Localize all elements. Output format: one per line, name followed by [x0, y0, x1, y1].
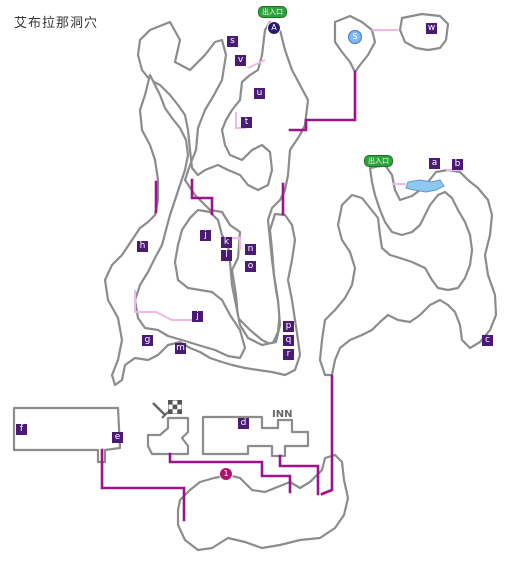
cave-area-shop — [146, 416, 190, 456]
room-b[interactable]: b — [452, 159, 463, 170]
route-f-to-bottom — [100, 448, 186, 522]
connector-tu — [235, 112, 246, 129]
route-mid-j — [190, 178, 214, 216]
exit-badge-top[interactable]: 出入口 — [258, 6, 287, 18]
cave-area-hall-f — [12, 406, 122, 464]
point-s-marker[interactable]: S — [348, 30, 362, 44]
room-v[interactable]: v — [235, 55, 246, 66]
map-title: 艾布拉那洞穴 — [14, 16, 99, 31]
room-n[interactable]: n — [245, 244, 256, 255]
room-c[interactable]: c — [482, 335, 493, 346]
cave-area-w-chamber — [398, 12, 450, 52]
cave-area-s-chamber — [333, 14, 377, 74]
room-e[interactable]: e — [112, 432, 123, 443]
inn-label[interactable]: INN — [272, 409, 293, 420]
room-f[interactable]: f — [16, 424, 27, 435]
room-k[interactable]: k — [221, 237, 232, 248]
cave-area-right — [318, 163, 498, 377]
room-r[interactable]: r — [283, 349, 294, 360]
room-o[interactable]: o — [245, 261, 256, 272]
route-s-to-t — [288, 70, 357, 132]
room-p[interactable]: p — [283, 321, 294, 332]
point-1-marker[interactable]: 1 — [219, 467, 233, 481]
room-t[interactable]: t — [241, 117, 252, 128]
room-l[interactable]: l — [221, 250, 232, 261]
water-pool-icon — [405, 179, 445, 193]
room-s[interactable]: s — [227, 36, 238, 47]
connector-kl — [228, 237, 241, 250]
room-j-upper[interactable]: j — [200, 230, 211, 241]
room-g[interactable]: g — [142, 335, 153, 346]
route-inn-to-bottom — [278, 454, 320, 496]
route-right-to-bottom — [320, 374, 334, 496]
room-h[interactable]: h — [137, 241, 148, 252]
room-d[interactable]: d — [238, 418, 249, 429]
room-j-lower[interactable]: j — [192, 311, 203, 322]
room-w[interactable]: w — [426, 23, 437, 34]
route-shop-to-bottom — [168, 452, 292, 494]
point-a-marker[interactable]: A — [267, 21, 281, 35]
room-q[interactable]: q — [283, 335, 294, 346]
exit-badge-right[interactable]: 出入口 — [364, 155, 393, 167]
weapon-shop-icon[interactable] — [150, 400, 170, 420]
connector-h — [134, 290, 200, 321]
checkered-flag-icon[interactable] — [168, 400, 182, 414]
room-a[interactable]: a — [429, 158, 440, 169]
cave-area-inn — [201, 415, 310, 458]
room-u[interactable]: u — [254, 88, 265, 99]
cave-area-upper-left — [136, 20, 310, 347]
connector-sv — [247, 59, 266, 69]
room-m[interactable]: m — [175, 343, 186, 354]
